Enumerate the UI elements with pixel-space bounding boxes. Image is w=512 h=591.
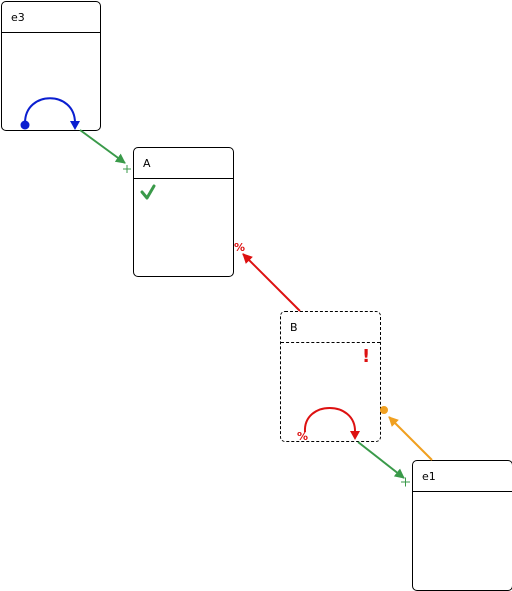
percent-marker-b: % xyxy=(297,430,308,443)
node-e3[interactable]: e3 xyxy=(1,1,101,131)
node-e3-header: e3 xyxy=(2,2,100,33)
exclaim-icon: ! xyxy=(362,346,370,367)
plus-icon xyxy=(123,165,131,173)
edge-b-to-e1[interactable] xyxy=(357,441,410,487)
plus-icon xyxy=(401,477,410,487)
check-icon xyxy=(140,184,156,200)
e3-self-loop[interactable] xyxy=(20,97,81,130)
node-a-title: A xyxy=(143,157,151,170)
orange-dot xyxy=(380,406,388,414)
b-self-loop[interactable]: % xyxy=(297,407,360,443)
node-a-header: A xyxy=(134,148,233,179)
node-b[interactable]: B xyxy=(280,311,381,442)
loop-end-arrow xyxy=(70,121,80,130)
loop-end-arrow xyxy=(350,431,360,440)
node-b-header: B xyxy=(281,312,380,343)
percent-marker-a: % xyxy=(234,241,245,254)
node-a[interactable]: A xyxy=(133,147,234,277)
node-e1-title: e1 xyxy=(422,470,436,483)
edge-b-to-a[interactable]: % xyxy=(234,241,301,312)
node-e1-header: e1 xyxy=(413,461,512,492)
edge-e1-to-b[interactable] xyxy=(380,406,433,461)
node-e1[interactable]: e1 xyxy=(412,460,512,591)
node-b-title: B xyxy=(290,321,298,334)
node-e3-title: e3 xyxy=(11,11,25,24)
loop-start-dot xyxy=(20,120,30,130)
edge-e3-to-a[interactable] xyxy=(79,129,131,173)
